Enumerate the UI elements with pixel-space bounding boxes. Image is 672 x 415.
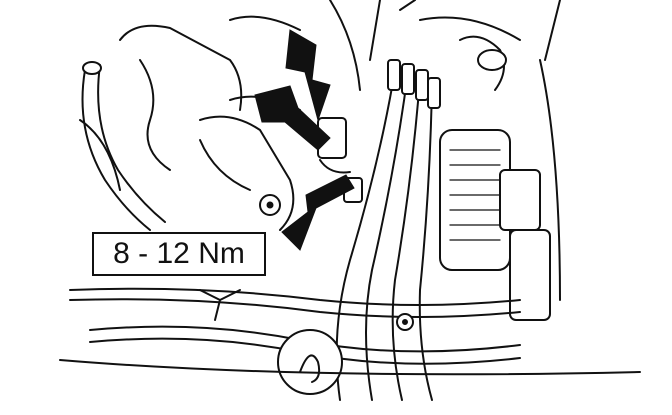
arrow-top [285,29,331,122]
left-hose [81,61,166,231]
torque-spec-label: 8 - 12 Nm [92,232,266,276]
lower-edge-line [59,359,641,376]
arrow-middle [254,85,331,151]
engine-outline [79,0,561,231]
ignition-leads [335,59,441,401]
arrow-lower [281,174,355,251]
lower-pipes [69,287,521,395]
alternator [439,35,561,321]
